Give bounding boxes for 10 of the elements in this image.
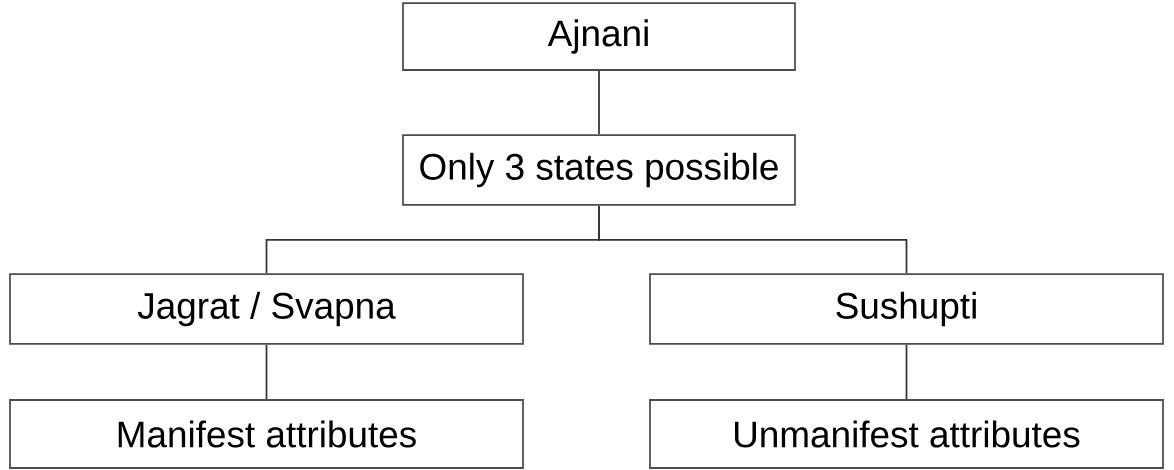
text-box: Sushupti (649, 273, 1164, 345)
text-box: Only 3 states possible (402, 134, 796, 206)
text-box: Ajnani (402, 2, 796, 71)
text-box: Jagrat / Svapna (9, 273, 524, 345)
text-box: Manifest attributes (9, 399, 524, 469)
text-box: Unmanifest attributes (649, 399, 1164, 469)
connector-line (598, 205, 908, 274)
connector-line (265, 344, 268, 400)
connector-line (905, 344, 908, 400)
connector-line (598, 70, 600, 135)
